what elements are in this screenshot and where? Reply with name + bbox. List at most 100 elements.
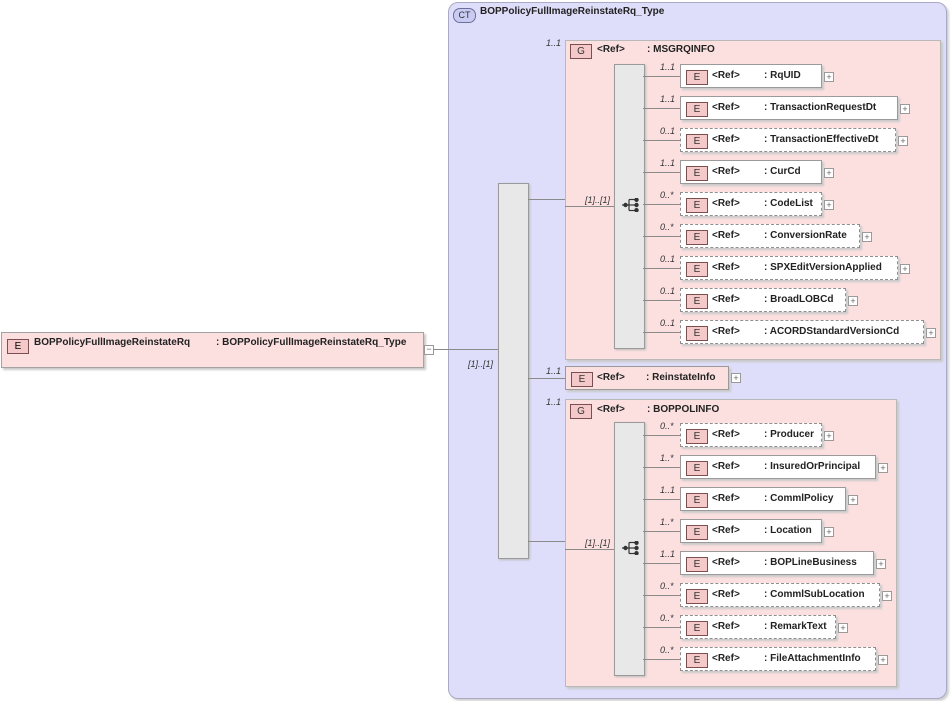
expand-icon[interactable]: + — [900, 264, 910, 274]
element-name: : Location — [764, 525, 812, 536]
connector — [643, 172, 680, 173]
sequence-cardinality: [1]..[1] — [585, 195, 611, 205]
element-badge: E — [686, 70, 708, 85]
expand-icon[interactable]: + — [926, 328, 936, 338]
element-ref: <Ref> — [712, 326, 740, 337]
element-rquid[interactable]: E<Ref>: RqUID — [680, 64, 822, 88]
root-element-type: : BOPPolicyFullImageReinstateRq_Type — [216, 337, 407, 348]
expand-icon[interactable]: + — [838, 623, 848, 633]
element-cardinality: 1..1 — [546, 366, 562, 376]
element-ref: <Ref> — [712, 557, 740, 568]
element-acordstandardversioncd[interactable]: E<Ref>: ACORDStandardVersionCd — [680, 320, 924, 344]
element-badge: E — [686, 166, 708, 181]
expand-icon[interactable]: + — [848, 296, 858, 306]
connector — [643, 531, 680, 532]
expand-icon[interactable]: + — [878, 655, 888, 665]
connector — [643, 467, 680, 468]
element-badge: E — [686, 493, 708, 508]
element-cardinality: 0..1 — [660, 126, 676, 136]
element-name: : ReinstateInfo — [646, 372, 716, 383]
expand-icon[interactable]: + — [824, 200, 834, 210]
collapse-icon[interactable]: − — [424, 345, 434, 355]
element-commlpolicy[interactable]: E<Ref>: CommlPolicy — [680, 487, 846, 511]
group-cardinality: 1..1 — [546, 38, 562, 48]
expand-icon[interactable]: + — [848, 495, 858, 505]
element-badge: E — [686, 461, 708, 476]
element-producer[interactable]: E<Ref>: Producer — [680, 423, 822, 447]
element-curcd[interactable]: E <Ref> : CurCd — [680, 160, 822, 184]
connector — [643, 268, 680, 269]
expand-icon[interactable]: + — [900, 104, 910, 114]
element-spxeditversionapplied[interactable]: E<Ref>: SPXEditVersionApplied — [680, 256, 898, 280]
main-sequence-cardinality: [1]..[1] — [468, 359, 494, 369]
element-ref: <Ref> — [712, 589, 740, 600]
connector — [643, 627, 680, 628]
element-codelist[interactable]: E<Ref>: CodeList — [680, 192, 822, 216]
main-sequence-bar — [498, 183, 529, 559]
element-cardinality: 0..1 — [660, 286, 676, 296]
element-badge: E — [686, 589, 708, 604]
element-location[interactable]: E<Ref>: Location — [680, 519, 822, 543]
expand-icon[interactable]: + — [824, 168, 834, 178]
connector — [643, 300, 680, 301]
connector — [643, 435, 680, 436]
element-insuredorprincipal[interactable]: E<Ref>: InsuredOrPrincipal — [680, 455, 876, 479]
element-boplinebusiness[interactable]: E<Ref>: BOPLineBusiness — [680, 551, 874, 575]
connector — [528, 541, 565, 542]
element-name: : ConversionRate — [764, 230, 847, 241]
element-badge: E — [686, 134, 708, 149]
connector — [643, 108, 680, 109]
element-conversionrate[interactable]: E<Ref>: ConversionRate — [680, 224, 860, 248]
connector — [643, 499, 680, 500]
element-name: : CommlSubLocation — [764, 589, 865, 600]
expand-icon[interactable]: + — [824, 527, 834, 537]
connector — [643, 236, 680, 237]
element-name: : Producer — [764, 429, 815, 440]
element-transactionrequestdt[interactable]: E<Ref>: TransactionRequestDt — [680, 96, 898, 120]
connector — [643, 204, 680, 205]
expand-icon[interactable]: + — [898, 136, 908, 146]
expand-icon[interactable]: + — [731, 373, 741, 383]
connector — [643, 76, 680, 77]
element-badge: E — [686, 102, 708, 117]
reinstateinfo-element[interactable]: E <Ref> : ReinstateInfo — [565, 366, 729, 390]
expand-icon[interactable]: + — [862, 232, 872, 242]
expand-icon[interactable]: + — [876, 559, 886, 569]
element-ref: <Ref> — [597, 372, 625, 383]
element-cardinality: 0..* — [660, 645, 674, 655]
connector — [643, 563, 680, 564]
element-ref: <Ref> — [712, 262, 740, 273]
complex-type-badge: CT — [453, 8, 476, 23]
element-ref: <Ref> — [712, 102, 740, 113]
element-ref: <Ref> — [712, 493, 740, 504]
connector — [565, 206, 614, 207]
sequence-icon — [622, 198, 639, 212]
element-name: : FileAttachmentInfo — [764, 653, 861, 664]
element-badge: E — [686, 653, 708, 668]
element-name: : CurCd — [764, 166, 801, 177]
element-badge: E — [7, 339, 29, 354]
element-broadlobcd[interactable]: E<Ref>: BroadLOBCd — [680, 288, 846, 312]
element-fileattachmentinfo[interactable]: E<Ref>: FileAttachmentInfo — [680, 647, 876, 671]
element-commlsublocation[interactable]: E <Ref> : CommlSubLocation — [680, 583, 880, 607]
element-cardinality: 0..* — [660, 581, 674, 591]
element-ref: <Ref> — [712, 166, 740, 177]
element-cardinality: 0..* — [660, 421, 674, 431]
expand-icon[interactable]: + — [882, 591, 892, 601]
expand-icon[interactable]: + — [824, 72, 834, 82]
root-element[interactable]: E BOPPolicyFullImageReinstateRq : BOPPol… — [1, 332, 424, 368]
element-ref: <Ref> — [712, 294, 740, 305]
element-badge: E — [686, 198, 708, 213]
expand-icon[interactable]: + — [878, 463, 888, 473]
connector — [643, 659, 680, 660]
element-transactioneffectivedt[interactable]: E<Ref>: TransactionEffectiveDt — [680, 128, 896, 152]
element-remarktext[interactable]: E<Ref>: RemarkText — [680, 615, 836, 639]
expand-icon[interactable]: + — [824, 431, 834, 441]
element-cardinality: 1..* — [660, 453, 674, 463]
element-ref: <Ref> — [712, 461, 740, 472]
element-badge: E — [686, 230, 708, 245]
group-cardinality: 1..1 — [546, 397, 562, 407]
element-badge: E — [686, 557, 708, 572]
element-cardinality: 1..1 — [660, 158, 676, 168]
element-cardinality: 1..1 — [660, 485, 676, 495]
